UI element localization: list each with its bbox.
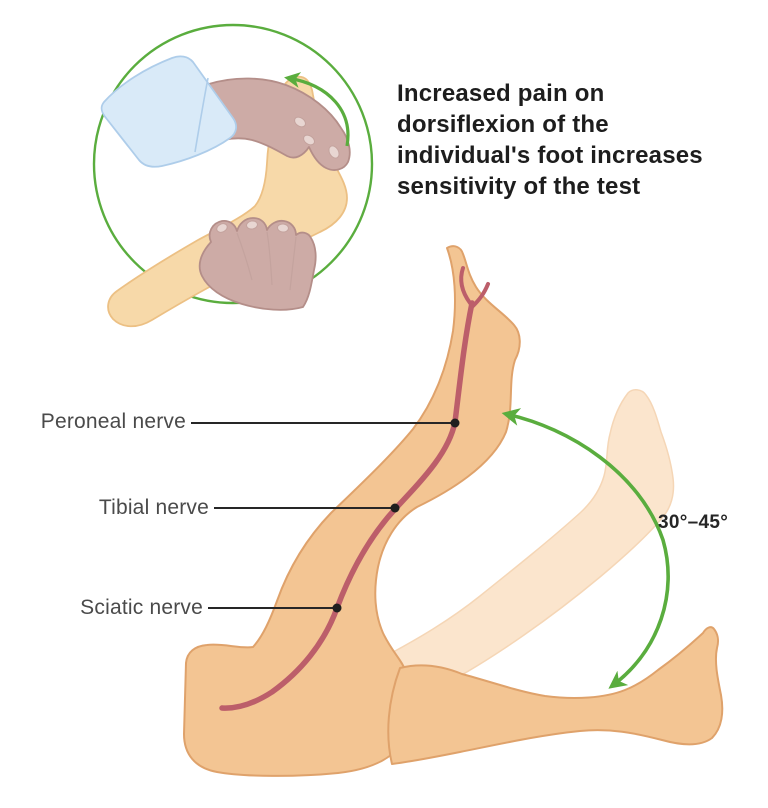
inset-caption: Increased pain on dorsiflexion of the in…: [397, 78, 768, 202]
leader-lines: [191, 418, 460, 613]
sciatic-nerve-line: [219, 266, 490, 711]
dorsiflexion-arrow: [284, 72, 350, 147]
finger-crease: [289, 236, 297, 291]
fingernail: [246, 220, 258, 230]
sleeve-cuff-fold: [194, 77, 209, 153]
nerve-branch-peroneal: [459, 266, 472, 305]
caption-line: sensitivity of the test: [397, 173, 641, 200]
angle-range-label: 30°–45°: [658, 512, 729, 533]
fingernail: [328, 145, 340, 159]
leader-dot-tibial: [390, 503, 400, 513]
dorsiflexion-inset: [92, 23, 374, 328]
fingernail: [216, 223, 228, 233]
leader-dot-peroneal: [450, 418, 460, 428]
nerve-trunk: [219, 300, 475, 711]
caption-line: dorsiflexion of the: [397, 111, 609, 138]
label-sciatic-nerve: Sciatic nerve: [80, 596, 203, 619]
leader-dot-sciatic: [332, 603, 342, 613]
label-peroneal-nerve: Peroneal nerve: [40, 410, 186, 433]
angle-arc-arrow: [501, 408, 670, 689]
raised-leg-illustration: [183, 245, 521, 777]
caption-line: individual's foot increases: [397, 142, 703, 169]
label-tibial-nerve: Tibial nerve: [98, 496, 209, 519]
examiner-hand-top: [195, 77, 351, 171]
examiner-hand-bottom: [198, 217, 317, 311]
fingernail: [294, 116, 306, 128]
resting-leg-illustration: [387, 626, 724, 765]
fingernail: [277, 223, 289, 233]
caption-line: Increased pain on: [397, 80, 605, 107]
fingernail: [303, 134, 315, 146]
finger-crease: [236, 232, 253, 281]
examiner-sleeve: [100, 55, 237, 168]
finger-crease: [266, 231, 273, 286]
